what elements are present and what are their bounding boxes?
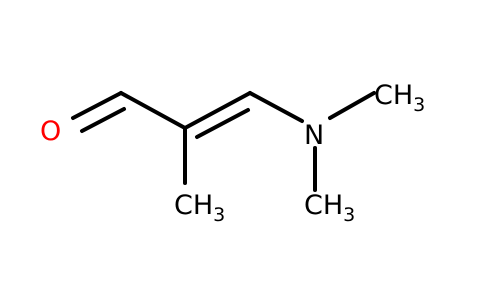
atom-nitrogen: N — [304, 120, 324, 151]
methyl-top-right-subscript: 3 — [413, 94, 425, 116]
methyl-bottom-right-subscript: 3 — [343, 204, 355, 226]
atom-methyl-bottom-center: CH3 — [174, 190, 225, 226]
methyl-top-right-symbol: CH — [374, 80, 413, 111]
bond-c3-n — [248, 91, 304, 123]
bond-c2-c3 — [183, 91, 252, 130]
atom-methyl-top-right: CH3 — [374, 80, 425, 116]
bonds — [71, 91, 376, 192]
bond-carbonyl-1 — [71, 91, 123, 120]
atom-oxygen: O — [40, 116, 61, 147]
methyl-bottom-center-subscript: 3 — [213, 204, 225, 226]
bond-c2-c3-inner — [195, 108, 250, 139]
methyl-bottom-center-symbol: CH — [174, 190, 213, 221]
methyl-bottom-right-symbol: CH — [304, 190, 343, 221]
bond-carbonyl-2 — [80, 107, 126, 133]
atom-methyl-bottom-right: CH3 — [304, 190, 355, 226]
atom-labels: O N CH3 CH3 CH3 — [40, 80, 425, 226]
bond-c1-c2 — [119, 91, 187, 130]
bond-n-methyl-top — [328, 91, 376, 120]
